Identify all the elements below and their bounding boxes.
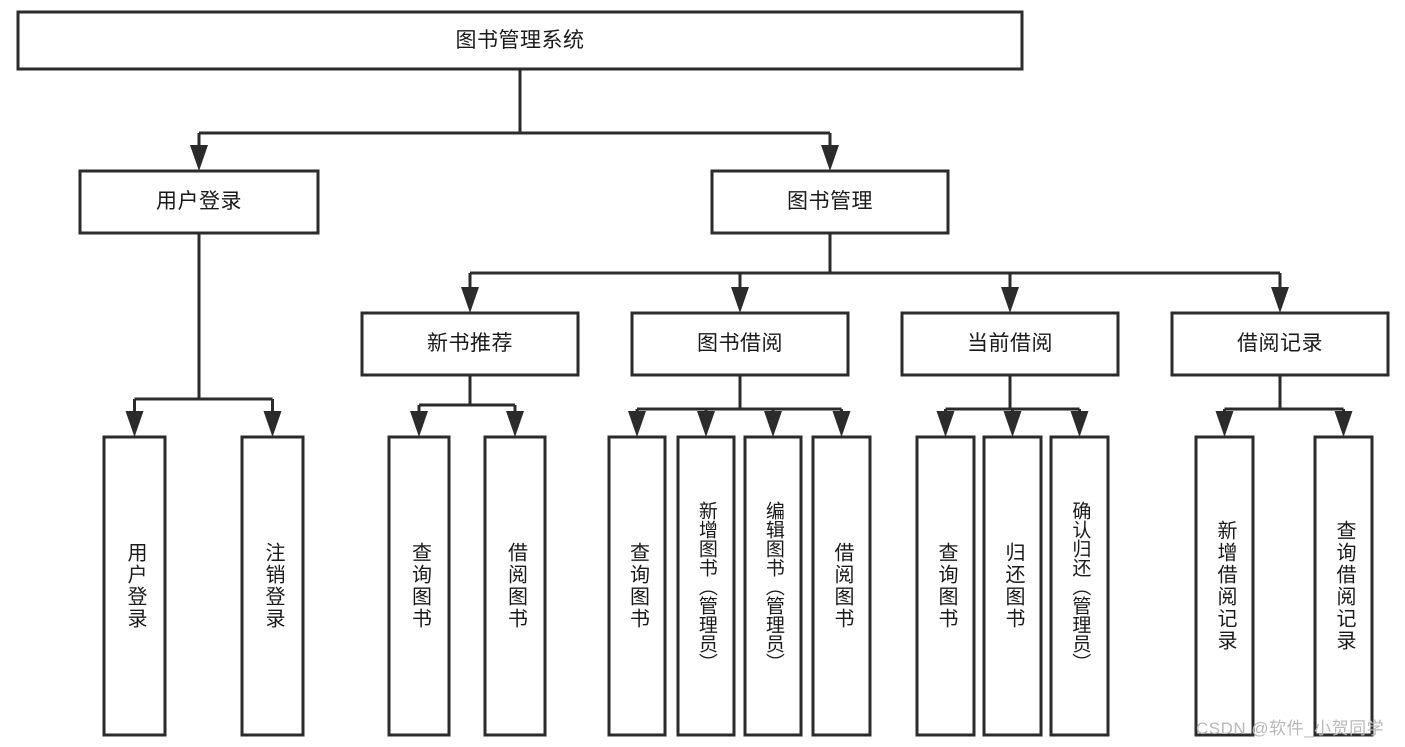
node-box-leaf-query-record[interactable]: [1313, 435, 1374, 737]
node-box-leaf-logout[interactable]: [240, 435, 305, 737]
node-box-current-borrow[interactable]: [900, 311, 1120, 377]
connector-current-borrow: [936, 375, 1089, 437]
node-box-leaf-user-login[interactable]: [102, 435, 167, 737]
watermark: CSDN @软件_小贺同学: [1196, 719, 1385, 738]
connector-user-login: [125, 233, 282, 437]
node-box-leaf-edit-book[interactable]: [743, 435, 803, 737]
node-box-leaf-add-book[interactable]: [676, 435, 736, 737]
connector-root: [190, 69, 839, 171]
node-box-root[interactable]: [16, 10, 1024, 71]
node-box-borrow-record[interactable]: [1170, 311, 1390, 377]
node-box-leaf-borrow-book-1[interactable]: [483, 435, 547, 737]
node-box-leaf-confirm-return[interactable]: [1049, 435, 1110, 737]
connector-borrow-record: [1215, 375, 1353, 437]
node-box-user-login[interactable]: [78, 169, 320, 235]
node-box-leaf-return-book[interactable]: [982, 435, 1043, 737]
node-box-new-book-recommend[interactable]: [360, 311, 580, 377]
node-box-book-borrow[interactable]: [630, 311, 850, 377]
node-box-leaf-query-book-2[interactable]: [607, 435, 667, 737]
connector-book-borrow: [628, 375, 851, 437]
node-box-leaf-query-book-3[interactable]: [915, 435, 976, 737]
node-box-book-management[interactable]: [710, 169, 950, 235]
connector-new-book-recommend: [410, 375, 524, 437]
node-box-leaf-query-book-1[interactable]: [387, 435, 451, 737]
node-box-leaf-add-record[interactable]: [1194, 435, 1255, 737]
connector-book-management: [461, 233, 1289, 313]
connector-layer: [125, 69, 1353, 437]
node-box-leaf-borrow-book-2[interactable]: [811, 435, 872, 737]
box-layer: [16, 10, 1390, 737]
